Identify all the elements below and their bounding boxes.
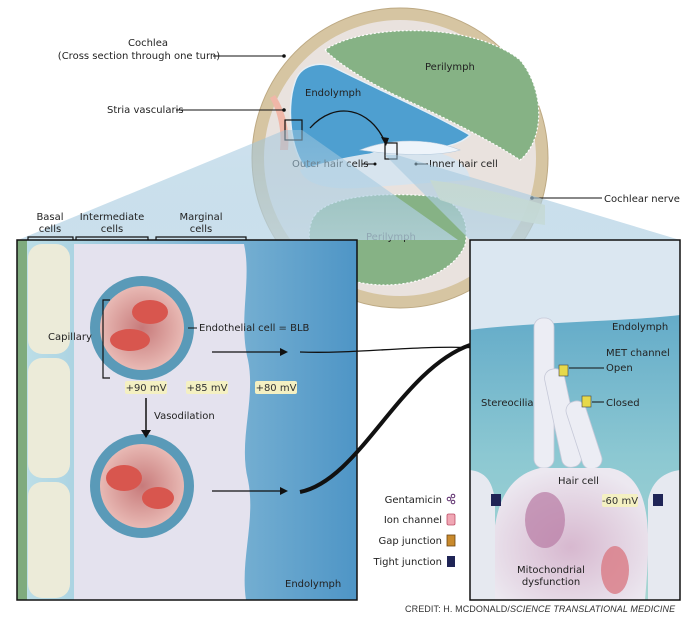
label-cochlea-subtitle: (Cross section through one turn) [58, 51, 220, 62]
gentamicin-path-arrow [309, 110, 386, 143]
header-basal-2: cells [39, 224, 61, 235]
basal-cell [28, 482, 70, 598]
basement-strip [17, 240, 27, 600]
arrow-head [280, 487, 288, 495]
capillary-bracket [102, 299, 110, 379]
red-blood-cell [106, 465, 142, 491]
label-endolymph-right: Endolymph [612, 322, 668, 333]
voltage-bg [602, 494, 638, 507]
label-endothelial: Endothelial cell = BLB [199, 323, 310, 334]
label-closed: Closed [606, 398, 640, 409]
label-cochlea: Cochlea [128, 38, 168, 49]
label-stria-vascularis: Stria vascularis [107, 105, 184, 116]
red-blood-cell [110, 329, 150, 351]
zoom-fan-left [18, 130, 458, 240]
label-endolymph-top: Endolymph [305, 88, 361, 99]
voltage-intermediate: +85 mV [187, 383, 228, 394]
voltage-hair-cell: -60 mV [602, 496, 638, 507]
tight-junction-icon [447, 556, 455, 567]
credit-prefix: CREDIT: H. MCDONALD/ [405, 604, 511, 614]
arrow-head [381, 137, 389, 146]
met-channel-open [558, 364, 569, 377]
leader-dot [282, 108, 286, 112]
label-cochlear-nerve: Cochlear nerve [604, 194, 680, 205]
header-intermediate: Intermediate [80, 212, 145, 223]
label-hair-cell: Hair cell [558, 476, 599, 487]
arrow-head [141, 430, 151, 438]
legend-label-tight-junction: Tight junction [373, 557, 442, 568]
label-capillary: Capillary [48, 332, 92, 343]
stria-panel [17, 240, 357, 600]
supporting-cell-right [648, 470, 680, 600]
header-marginal: Marginal [179, 212, 222, 223]
reticular-lamina [470, 240, 680, 330]
voltage-capillary: +90 mV [126, 383, 167, 394]
leader-dot [373, 162, 377, 166]
credit-source: SCIENCE TRANSLATIONAL MEDICINE [510, 604, 676, 614]
label-open: Open [606, 363, 633, 374]
basal-cell [28, 358, 70, 478]
voltage-bg [125, 381, 167, 394]
basal-cell [28, 244, 70, 354]
legend-label-ion-channel: Ion channel [384, 515, 442, 526]
tight-junction-hair [491, 494, 501, 506]
gap-junction-icon [446, 534, 456, 547]
zoom-fan-right [385, 155, 680, 240]
header-basal: Basal [36, 212, 63, 223]
tight-junction-hair [653, 494, 663, 506]
credit-line: CREDIT: H. MCDONALD/SCIENCE TRANSLATIONA… [405, 604, 675, 614]
header-intermediate-2: cells [101, 224, 123, 235]
label-perilymph-top: Perilymph [425, 62, 475, 73]
mitochondrion [601, 546, 629, 594]
perilymph-top-region [324, 30, 540, 161]
label-vasodilation: Vasodilation [154, 411, 215, 422]
arrow-head [280, 348, 288, 356]
stria-panel-border [16, 239, 358, 601]
label-inner-hair-cell: Inner hair cell [429, 159, 498, 170]
label-mitochondrial: Mitochondrial [517, 565, 585, 576]
nucleus [525, 492, 565, 548]
hair-panel-border [469, 239, 681, 601]
ion-channel-icon [446, 513, 456, 526]
capillary-top [100, 286, 184, 370]
label-stereocilia: Stereocilia [481, 398, 534, 409]
met-channel-closed [581, 395, 592, 408]
voltage-marginal: +80 mV [256, 383, 297, 394]
red-blood-cell [142, 487, 174, 509]
label-met-channel: MET channel [606, 348, 670, 359]
connector-curve-bottom [299, 343, 471, 494]
legend-label-gentamicin: Gentamicin [385, 495, 442, 506]
header-marginal-2: cells [190, 224, 212, 235]
voltage-bg [255, 381, 297, 394]
voltage-bg [186, 381, 228, 394]
legend: Gentamicin Ion channel Gap junction Tigh… [373, 493, 456, 568]
label-dysfunction: dysfunction [522, 577, 580, 588]
gentamicin-icon [446, 493, 456, 505]
label-endolymph-left: Endolymph [285, 579, 341, 590]
leader-dot [282, 54, 286, 58]
legend-label-gap-junction: Gap junction [378, 536, 442, 547]
supporting-cell-left [470, 470, 495, 600]
hair-cell-panel [470, 240, 680, 600]
marginal-cell-edge [244, 244, 251, 600]
red-blood-cell [132, 300, 168, 324]
